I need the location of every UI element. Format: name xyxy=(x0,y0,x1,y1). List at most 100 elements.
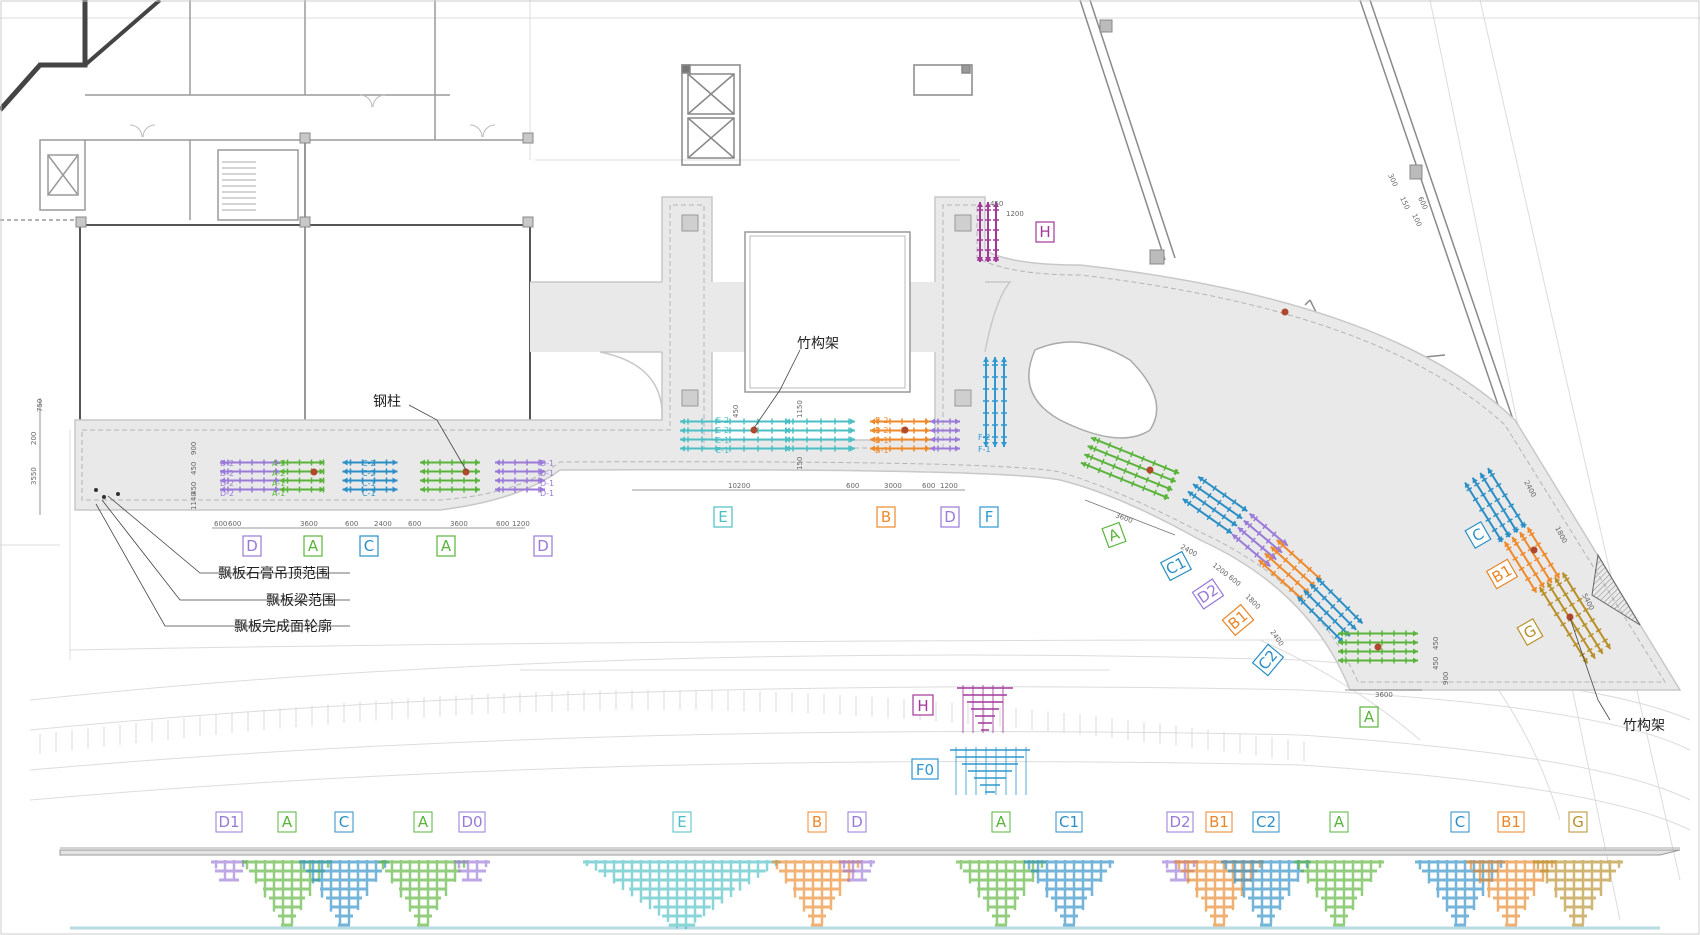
svg-text:F0: F0 xyxy=(916,761,934,779)
beam-tick xyxy=(1107,442,1112,449)
road-fence-ticks xyxy=(39,689,1305,762)
beam-bundle xyxy=(930,418,960,452)
beam-arrow xyxy=(930,418,935,425)
beam-tick xyxy=(1328,588,1334,595)
svg-text:10200: 10200 xyxy=(728,482,750,490)
beam-tick xyxy=(1539,582,1545,587)
legend-beam-label: 飘板梁范围 xyxy=(266,592,336,609)
svg-text:300: 300 xyxy=(1386,172,1399,188)
svg-text:3550: 3550 xyxy=(30,467,38,485)
beam-tick xyxy=(1505,546,1512,551)
zone-tag-c: C xyxy=(1464,521,1492,549)
beam-arrow xyxy=(1597,647,1603,654)
beam-arrow xyxy=(1338,630,1343,637)
svg-text:F: F xyxy=(985,508,994,526)
beam-arrow xyxy=(420,468,425,475)
beam-tick xyxy=(1192,493,1197,499)
beam-arrow xyxy=(1465,482,1471,489)
elevation-strip xyxy=(59,847,1681,930)
beam-arrow xyxy=(319,486,325,493)
svg-text:E-2: E-2 xyxy=(716,416,729,425)
beam-arrow xyxy=(392,468,398,475)
elevation-column-d1 xyxy=(211,860,247,882)
steel-column-marker xyxy=(1374,643,1382,651)
zone-tag-c1: C1 xyxy=(1159,550,1193,582)
beam-arrow xyxy=(1547,582,1553,589)
svg-text:C: C xyxy=(1455,813,1465,831)
beam-tick xyxy=(1556,582,1563,587)
beam-tick xyxy=(1244,544,1250,550)
beam-arrow xyxy=(1589,652,1596,659)
beam-tick xyxy=(1548,586,1555,592)
beam-arrow xyxy=(1080,461,1087,468)
beam-tick xyxy=(1586,647,1593,653)
beam-arrow xyxy=(955,418,960,425)
svg-text:E: E xyxy=(677,813,686,831)
steel-column-marker xyxy=(1530,546,1538,554)
beam-line xyxy=(1538,586,1589,664)
beam-tick xyxy=(1570,587,1577,592)
svg-text:450: 450 xyxy=(190,462,198,475)
beam-line xyxy=(1479,472,1519,533)
beam-tick xyxy=(1250,537,1256,544)
beam-tick xyxy=(1279,578,1286,585)
svg-text:E-1: E-1 xyxy=(716,446,729,455)
beam-arrow xyxy=(319,477,325,484)
stair-lines xyxy=(222,161,256,211)
beam-tick xyxy=(1159,472,1164,480)
beam-tick xyxy=(1262,523,1268,530)
beam-tick xyxy=(1546,577,1553,582)
svg-text:B1: B1 xyxy=(1225,607,1252,634)
beam-arrow xyxy=(279,486,285,493)
beam-tick xyxy=(1525,576,1531,582)
beam-bundle xyxy=(1503,526,1561,594)
beam-tick xyxy=(1338,612,1344,618)
svg-text:F-1: F-1 xyxy=(978,445,991,454)
beam-tick xyxy=(1123,467,1127,474)
beam-tick xyxy=(1108,471,1113,478)
elevation-column-d0 xyxy=(454,860,490,882)
beam-tick xyxy=(1580,637,1587,643)
beam-arrow xyxy=(1554,577,1561,584)
elevation-tag-c1: C1 xyxy=(1055,811,1083,833)
zone-tag-g: G xyxy=(1516,618,1544,646)
beam-line xyxy=(1197,475,1248,512)
beam-tick xyxy=(1588,632,1594,638)
zone-tag-b1: B1 xyxy=(1221,603,1255,637)
beam-arrow xyxy=(540,486,545,493)
beam-tick xyxy=(1131,480,1135,487)
beam-arrow xyxy=(983,442,989,447)
beam-arrow xyxy=(680,418,685,425)
svg-text:B-2: B-2 xyxy=(875,416,888,425)
elevation-column-d xyxy=(839,860,875,882)
beam-arrow xyxy=(870,445,875,452)
beam-line xyxy=(1080,461,1170,500)
svg-text:D2: D2 xyxy=(1194,581,1222,608)
beam-arrow xyxy=(1605,643,1611,650)
beam-tick xyxy=(1512,556,1519,561)
svg-text:1200: 1200 xyxy=(1006,210,1024,218)
svg-text:A-2: A-2 xyxy=(272,459,285,468)
svg-text:1800: 1800 xyxy=(1244,593,1262,611)
legend-outline-label: 飘板完成面轮廓 xyxy=(234,618,332,635)
beam-arrow xyxy=(220,486,225,493)
svg-text:600: 600 xyxy=(496,520,509,528)
beam-arrow xyxy=(420,477,425,484)
beam-tick xyxy=(1289,550,1295,557)
zone-tag-e: E xyxy=(713,506,733,528)
beam-arrow xyxy=(985,202,991,207)
beam-tick xyxy=(1226,528,1231,534)
beam-line xyxy=(1276,539,1322,581)
steel-column-marker xyxy=(1146,466,1154,474)
beam-arrow xyxy=(1237,527,1244,533)
legend-ceiling-label: 飘板石膏吊顶范围 xyxy=(218,565,330,582)
beam-tick xyxy=(1271,531,1277,537)
beam-arrow xyxy=(1264,560,1271,567)
beam-tick xyxy=(1500,508,1507,513)
beam-tick xyxy=(1126,459,1131,466)
svg-text:D: D xyxy=(851,813,863,831)
beam-line xyxy=(1270,545,1316,588)
beam-arrow xyxy=(1310,583,1316,590)
beam-arrow xyxy=(850,427,855,434)
